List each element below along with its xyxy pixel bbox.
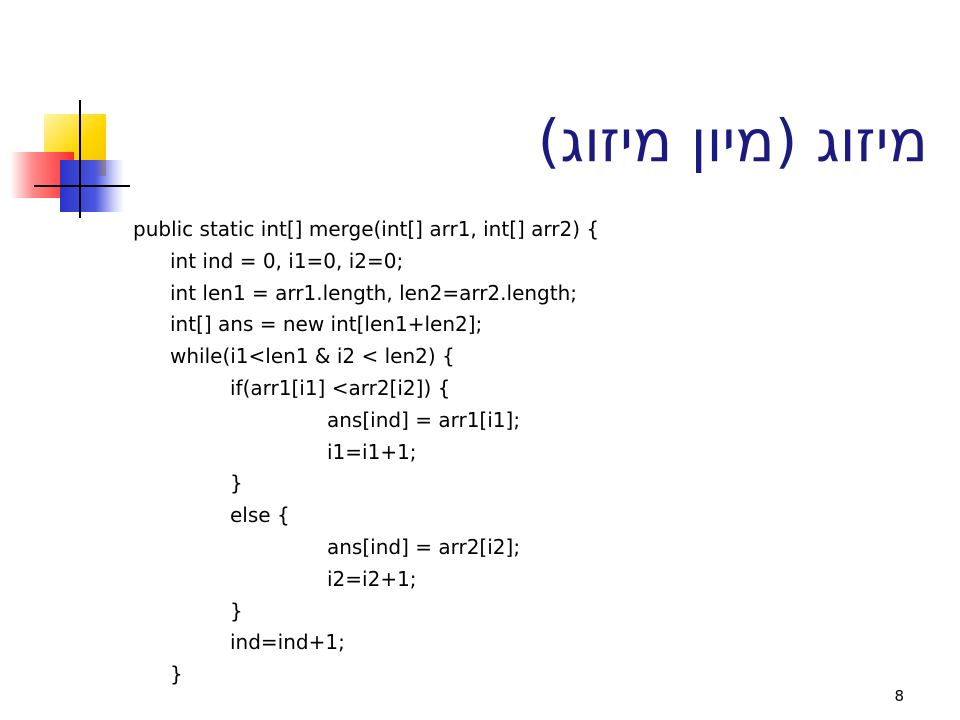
horizontal-line-decoration — [34, 185, 130, 187]
code-line: } — [170, 662, 183, 687]
code-line: int len1 = arr1.length, len2=arr2.length… — [170, 280, 578, 305]
code-line: else { — [230, 503, 290, 528]
code-line: int[] ans = new int[len1+len2]; — [170, 312, 483, 337]
code-block: public static int[] merge(int[] arr1, in… — [0, 214, 960, 691]
code-line: while(i1<len1 & i2 < len2) { — [170, 344, 455, 369]
code-line: ans[ind] = arr2[i2]; — [327, 534, 521, 559]
code-line: i2=i2+1; — [327, 566, 417, 591]
code-line: public static int[] merge(int[] arr1, in… — [133, 217, 600, 241]
code-line: } — [230, 598, 243, 623]
code-line: ans[ind] = arr1[i1]; — [327, 407, 521, 432]
code-line: int ind = 0, i1=0, i2=0; — [170, 248, 404, 273]
code-line: if(arr1[i1] <arr2[i2]) { — [230, 375, 451, 400]
slide-title: מיזוג (מיון מיזוג) — [537, 107, 928, 175]
vertical-line-decoration — [79, 100, 81, 218]
code-line: i1=i1+1; — [327, 439, 417, 464]
code-line: } — [230, 471, 243, 496]
code-line: ind=ind+1; — [230, 630, 345, 655]
page-number: 8 — [894, 687, 904, 705]
